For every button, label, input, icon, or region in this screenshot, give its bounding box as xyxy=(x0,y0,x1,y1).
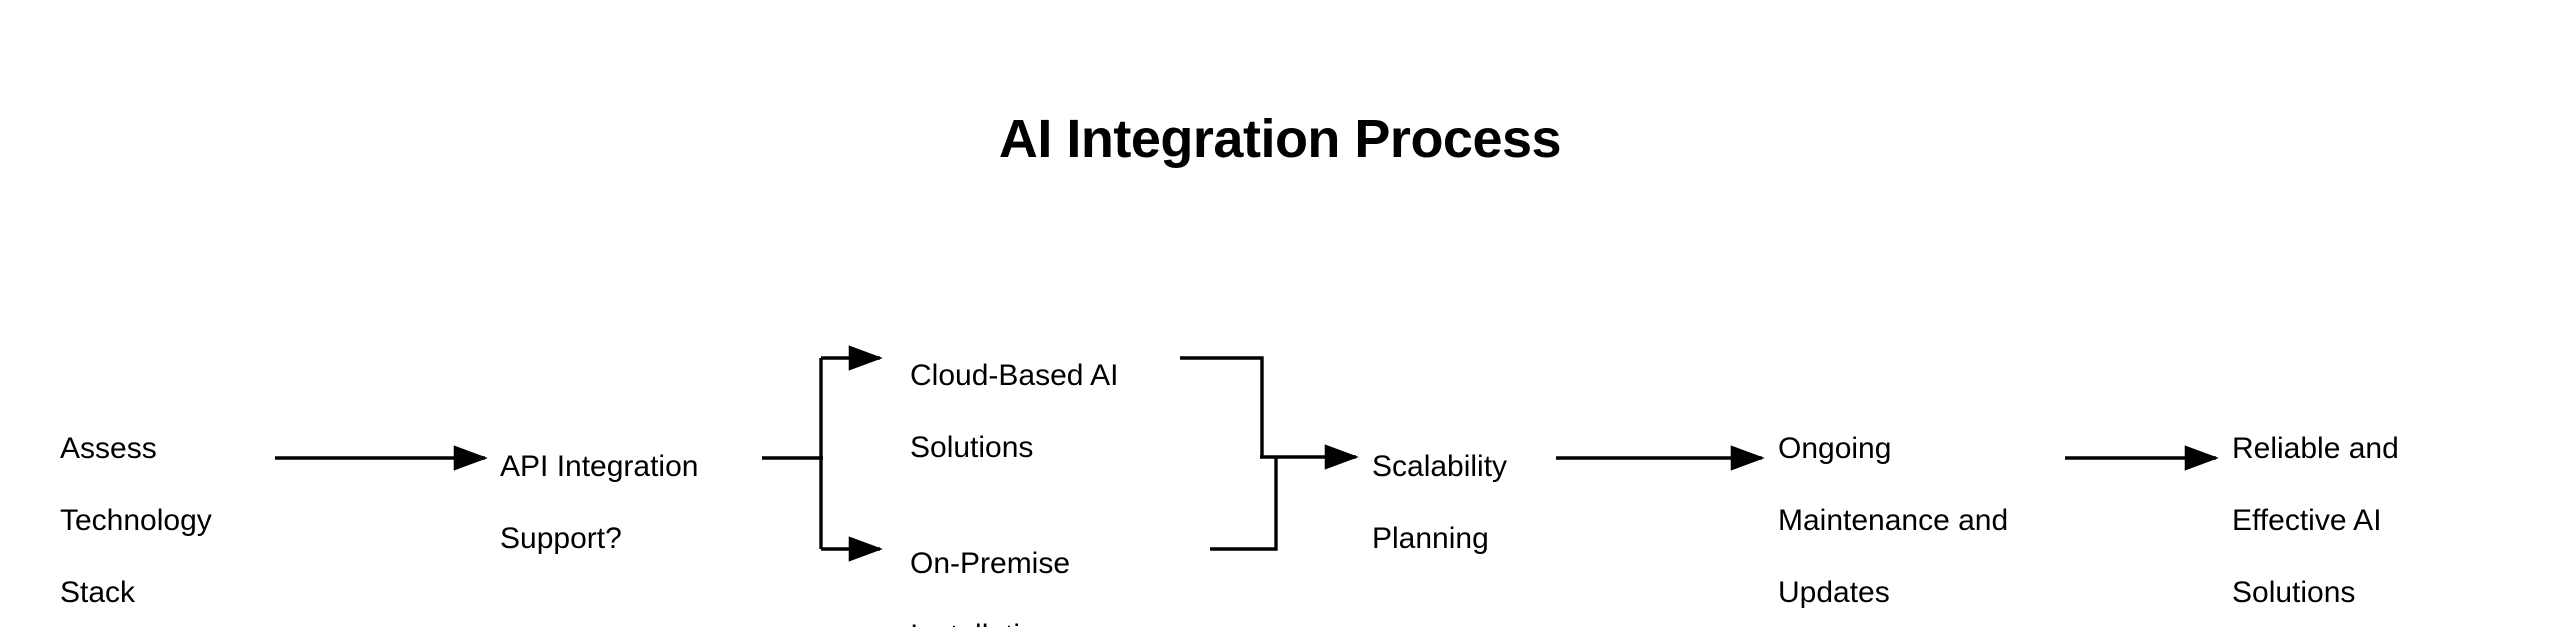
node-label-line: Solutions xyxy=(910,431,1034,464)
node-label-line: API Integration xyxy=(500,450,699,483)
node-label-line: Ongoing xyxy=(1778,432,1892,465)
node-label-line: Cloud-Based AI xyxy=(910,359,1119,392)
node-label-line: Installations xyxy=(910,618,1070,627)
node-on-premise-installations[interactable]: On-Premise Installations xyxy=(910,510,1070,627)
node-cloud-based-ai-solutions[interactable]: Cloud-Based AI Solutions xyxy=(910,322,1118,502)
node-label-line: Scalability xyxy=(1372,450,1508,483)
node-label-line: Updates xyxy=(1778,576,1890,609)
node-label-line: Support? xyxy=(500,522,622,555)
node-api-integration-support[interactable]: API Integration Support? xyxy=(500,413,698,593)
node-assess-technology-stack[interactable]: Assess Technology Stack xyxy=(60,395,212,627)
edge-onpremise-to-merge xyxy=(1210,458,1278,551)
node-scalability-planning[interactable]: Scalability Planning xyxy=(1372,413,1507,593)
page-title: AI Integration Process xyxy=(998,109,1562,169)
node-ongoing-maintenance-and-updates[interactable]: Ongoing Maintenance and Updates xyxy=(1778,395,2008,627)
node-label-line: Reliable and xyxy=(2232,432,2399,465)
node-label-line: Planning xyxy=(1372,522,1489,555)
node-label-line: Assess xyxy=(60,432,157,465)
node-label-line: Stack xyxy=(60,576,136,609)
node-label-line: On-Premise xyxy=(910,547,1071,580)
node-label-line: Solutions xyxy=(2232,576,2356,609)
node-label-line: Effective AI xyxy=(2232,504,2382,537)
node-label-line: Technology xyxy=(60,504,212,537)
node-label-line: Maintenance and xyxy=(1778,504,2009,537)
edge-cloud-to-merge xyxy=(1180,356,1264,456)
node-reliable-and-effective-ai-solutions[interactable]: Reliable and Effective AI Solutions xyxy=(2232,395,2399,627)
